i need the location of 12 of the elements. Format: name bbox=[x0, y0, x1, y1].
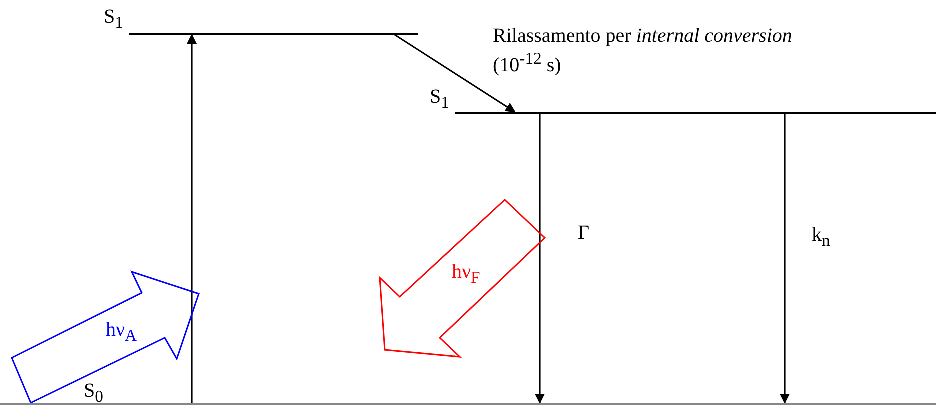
level-label: S$_{0}$ bbox=[84, 380, 104, 405]
edge-label: Γ bbox=[578, 222, 590, 244]
photon-label: hν$_{F}$ bbox=[452, 261, 480, 288]
arrow bbox=[535, 114, 545, 404]
photon-label: hν$_{A}$ bbox=[106, 319, 138, 346]
arrow bbox=[394, 34, 516, 113]
level-label: S$_{1}$ bbox=[430, 86, 450, 112]
edge-label: k$_{n}$ bbox=[812, 224, 830, 250]
edge-label: Rilassamento per internal conversion (10$^{-12}$ s) bbox=[493, 24, 793, 79]
level-label: S$_{1}$ bbox=[104, 6, 124, 32]
arrow bbox=[187, 34, 197, 403]
arrow bbox=[780, 114, 790, 404]
